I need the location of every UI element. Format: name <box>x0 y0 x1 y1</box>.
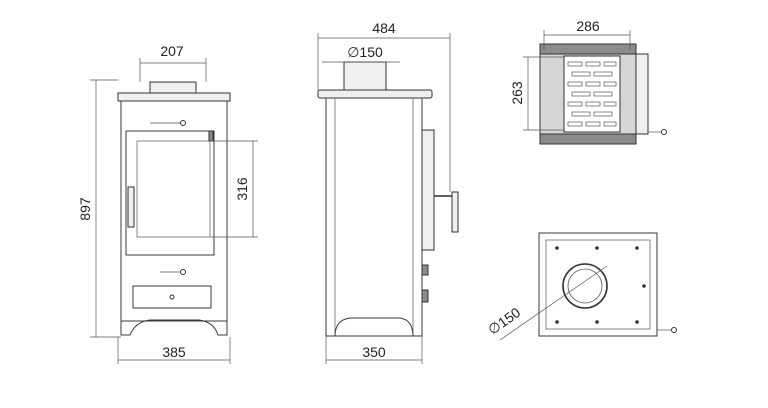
grate-slot <box>571 71 591 77</box>
side-drawer-knob <box>421 289 429 303</box>
front-door-glass <box>136 140 211 238</box>
plan-view: ∅150 <box>485 232 677 341</box>
front-door-hinge <box>208 130 214 142</box>
dim-front-door-height: 316 <box>234 177 250 201</box>
front-lower-knob <box>180 269 186 275</box>
front-ash-drawer-knob <box>169 294 175 300</box>
grate-slot <box>567 101 583 107</box>
front-flue-collar <box>149 81 197 95</box>
grate-slot <box>603 121 617 127</box>
grate-slots <box>567 61 617 127</box>
dim-front-top-width: 207 <box>160 43 184 59</box>
front-body <box>120 100 228 322</box>
front-door-frame <box>125 130 215 256</box>
front-air-knob <box>180 120 186 126</box>
dim-side-top-width: 484 <box>372 20 396 36</box>
grate-slot <box>593 71 613 77</box>
grate-slot <box>603 61 617 67</box>
side-handle-grip <box>451 191 459 233</box>
side-door-profile <box>421 129 435 251</box>
front-view: 207 897 316 385 <box>77 43 258 364</box>
grate-slot <box>585 121 601 127</box>
grate-slot <box>571 111 591 117</box>
dim-side-depth: 350 <box>362 344 386 360</box>
grate-slot <box>603 81 617 87</box>
front-top-plate <box>117 92 231 102</box>
top-side-bracket <box>635 53 649 135</box>
plan-bolt-hole <box>642 284 646 288</box>
front-base <box>120 319 228 336</box>
plan-handle-knob <box>671 327 677 333</box>
top-handle-knob <box>661 129 667 135</box>
dim-side-flue-diameter: ∅150 <box>347 44 383 60</box>
plan-bolt-hole <box>555 320 559 324</box>
grate-slot <box>567 61 583 67</box>
plan-bolt-hole <box>595 246 599 250</box>
grate-slot <box>593 111 613 117</box>
dim-plan-flue-diameter: ∅150 <box>485 304 523 338</box>
dim-front-height: 897 <box>77 197 93 221</box>
dim-top-width: 286 <box>576 18 600 34</box>
plan-bolt-hole <box>635 320 639 324</box>
grate-slot <box>585 61 601 67</box>
plan-bolt-hole <box>635 246 639 250</box>
plan-flue-inner <box>567 268 603 304</box>
grate-slot <box>603 101 617 107</box>
grate-slot <box>593 91 613 97</box>
side-top-plate <box>317 89 433 99</box>
grate-slot <box>585 81 601 87</box>
top-rim <box>539 133 637 145</box>
top-rim <box>539 43 637 55</box>
plan-bolt-hole <box>595 320 599 324</box>
side-flue-collar <box>343 61 387 91</box>
side-lower-knob <box>421 264 429 276</box>
dim-front-width: 385 <box>162 344 186 360</box>
side-view: 484 ∅150 350 <box>317 20 459 364</box>
front-ash-drawer <box>132 285 212 309</box>
top-grate <box>563 55 621 133</box>
dim-top-depth: 263 <box>509 81 525 105</box>
top-view: 286 263 <box>509 18 667 145</box>
front-door-handle <box>127 186 135 228</box>
plan-inner <box>545 239 651 330</box>
dim-line-plan-flue <box>499 265 608 341</box>
plan-bolt-hole <box>555 246 559 250</box>
grate-slot <box>567 81 583 87</box>
grate-slot <box>585 101 601 107</box>
side-body <box>325 97 423 337</box>
grate-slot <box>571 91 591 97</box>
plan-outer <box>538 232 658 337</box>
side-base-arch <box>334 317 414 337</box>
grate-slot <box>567 121 583 127</box>
